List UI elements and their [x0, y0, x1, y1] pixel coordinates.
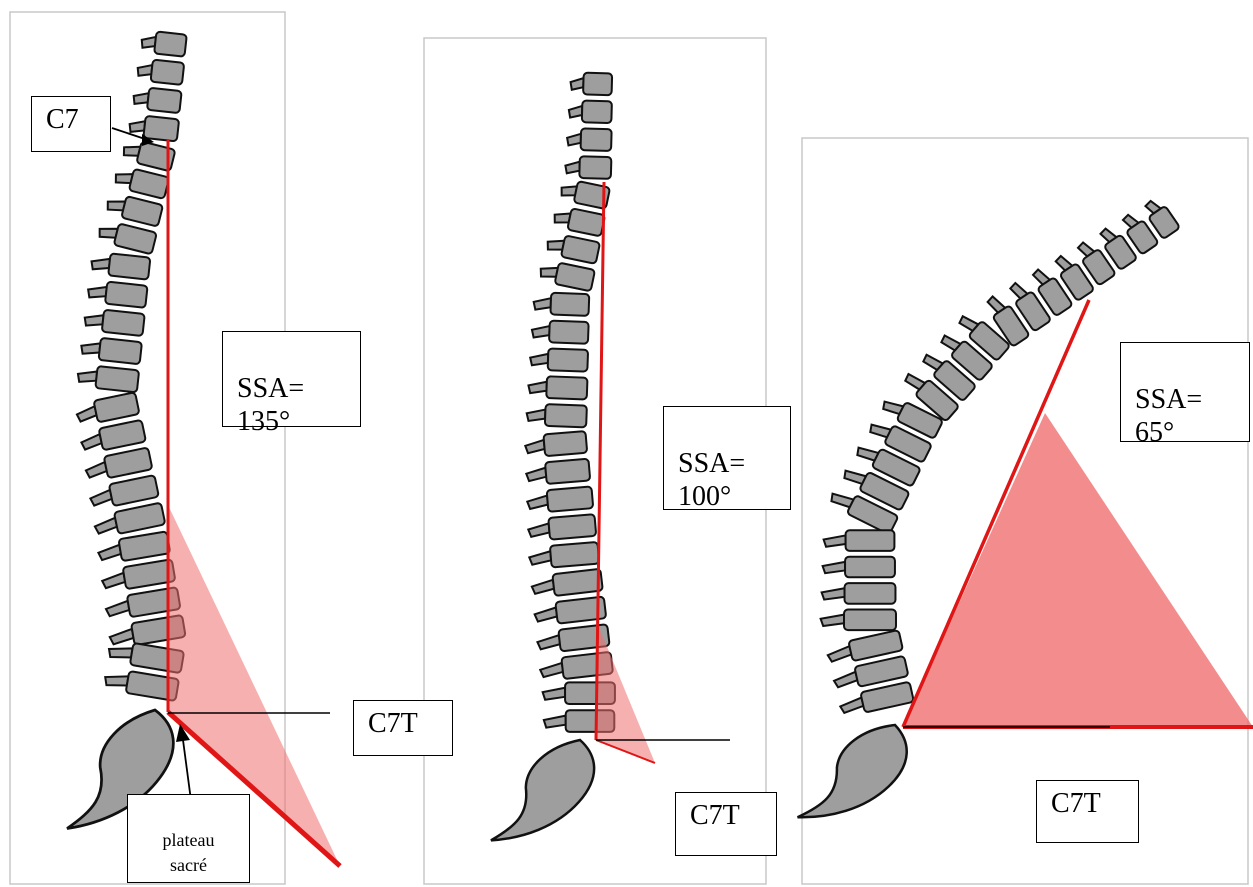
label-c7: C7 — [31, 96, 111, 152]
label-c7t-1-text: C7T — [368, 708, 418, 739]
label-ssa-100: SSA= 100° — [663, 406, 791, 510]
spine-moderate — [491, 72, 615, 861]
label-ssa-65-text: SSA= 65° — [1135, 384, 1202, 449]
label-ssa-100-text: SSA= 100° — [678, 448, 745, 513]
vertebra — [567, 128, 612, 151]
vertebra — [128, 114, 179, 141]
vertebra — [90, 251, 150, 279]
vertebra — [569, 100, 612, 123]
label-ssa-65: SSA= 65° — [1120, 342, 1250, 442]
vertebra — [533, 292, 589, 316]
vertebra — [534, 597, 607, 627]
label-c7-text: C7 — [46, 104, 79, 135]
vertebra — [526, 403, 587, 427]
label-c7t-3-text: C7T — [1051, 788, 1101, 819]
vertebra — [528, 542, 599, 569]
vertebra — [545, 232, 600, 264]
label-plateau-sacre-text: plateau sacré — [163, 830, 215, 875]
vertebra — [532, 320, 589, 344]
vertebra — [77, 364, 139, 392]
vertebra — [140, 30, 186, 57]
angle-sector — [903, 413, 1253, 727]
vertebra — [531, 569, 603, 599]
vertebra — [821, 610, 896, 631]
vertebra — [570, 72, 612, 95]
vertebra — [527, 514, 596, 541]
vertebra — [538, 259, 595, 291]
angle-sector — [596, 620, 655, 763]
label-c7t-1: C7T — [353, 700, 453, 756]
vertebra — [525, 459, 590, 486]
vertebra — [97, 531, 171, 564]
vertebra — [823, 557, 895, 578]
vertebra — [528, 376, 587, 400]
vertebra — [101, 559, 176, 593]
vertebra — [565, 156, 611, 179]
vertebra — [824, 530, 895, 551]
vertebra — [526, 486, 593, 513]
vertebra — [132, 86, 181, 113]
vertebra — [80, 336, 142, 364]
label-ssa-135: SSA= 135° — [222, 331, 361, 427]
label-c7t-3: C7T — [1036, 780, 1139, 843]
vertebra — [87, 280, 148, 308]
label-plateau-sacre: plateau sacré — [127, 794, 250, 883]
sacrum — [798, 704, 916, 845]
vertebra — [83, 308, 144, 336]
vertebra — [530, 348, 588, 372]
vertebra — [838, 682, 914, 718]
label-c7t-2: C7T — [675, 792, 777, 856]
label-c7t-2-text: C7T — [690, 800, 740, 831]
vertebra — [822, 583, 896, 604]
sacrum — [491, 724, 601, 861]
ssa-angle-normal — [168, 140, 340, 866]
vertebra — [524, 431, 587, 458]
spine-severe — [798, 196, 1181, 846]
vertebra — [136, 58, 184, 85]
vertebra — [552, 205, 605, 236]
